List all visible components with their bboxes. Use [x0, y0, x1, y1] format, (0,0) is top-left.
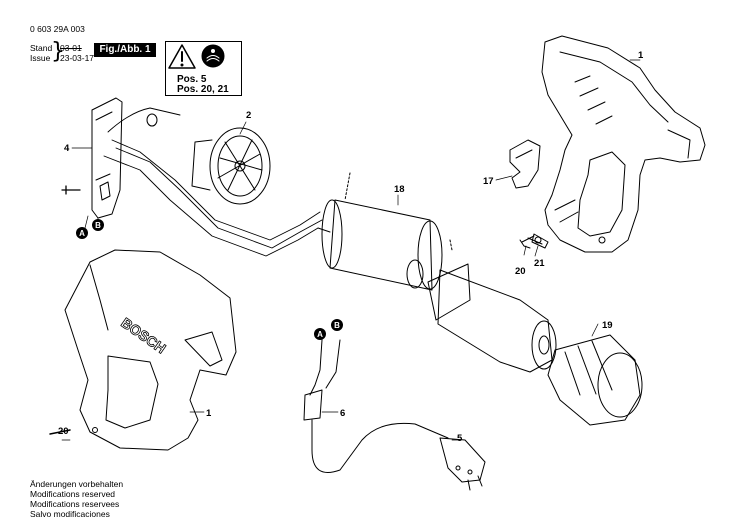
footer-note-fr: Modifications reservees: [30, 499, 120, 509]
footer-note-en: Modifications reserved: [30, 489, 116, 499]
callout-20-top: 20: [515, 266, 526, 277]
issue-label: Issue: [30, 53, 51, 63]
marker-a-bottom: A: [317, 330, 323, 339]
callout-19: 19: [602, 320, 613, 331]
connection-lead: [303, 339, 449, 473]
leader-lines: [61, 59, 641, 441]
clip-part: [509, 139, 541, 189]
motor-fan: [146, 113, 271, 205]
callout-1-bottom: 1: [206, 408, 212, 419]
screw-and-clamp: [519, 233, 549, 249]
marker-b-bottom: B: [334, 321, 340, 330]
figure-badge: Fig./Abb. 1: [94, 43, 156, 57]
stand-label: Stand: [30, 43, 53, 53]
housing-half-top: [541, 35, 706, 253]
issue-value: 23-03-17: [60, 53, 95, 63]
heating-element-tube: [317, 199, 443, 291]
warning-pos-line1: Pos. 5: [177, 74, 207, 85]
footer-note-de: Änderungen vorbehalten: [30, 479, 124, 489]
callout-21: 21: [534, 258, 545, 269]
callout-2: 2: [246, 110, 251, 121]
power-plug: [439, 437, 486, 491]
callout-5: 5: [457, 433, 463, 444]
screw-part: [49, 429, 71, 435]
footer-note-es: Salvo modificaciones: [30, 509, 110, 519]
housing-assembled: BOSCH: [64, 249, 237, 451]
nozzle-body: [427, 263, 557, 373]
callout-4: 4: [64, 143, 70, 154]
callout-1-top: 1: [638, 50, 644, 61]
nozzle-cap: [547, 334, 643, 426]
marker-b-top: B: [95, 221, 101, 230]
brace-icon: }: [51, 39, 65, 64]
callout-18: 18: [394, 184, 405, 195]
callout-20-bottom: 20: [58, 426, 69, 437]
brand-logo: BOSCH: [118, 314, 169, 356]
callout-17: 17: [483, 176, 494, 187]
stand-value: 03-01: [60, 43, 82, 53]
warning-triangle-icon: [168, 44, 196, 69]
callout-6: 6: [340, 408, 345, 419]
switch-plate: [61, 97, 123, 219]
wiring-harness: [103, 107, 323, 257]
bracket-line: [344, 172, 453, 251]
document-number: 0 603 29A 003: [30, 24, 85, 34]
warning-pos-line2: Pos. 20, 21: [177, 84, 229, 95]
read-manual-icon: [201, 44, 225, 68]
marker-a-top: A: [79, 229, 85, 238]
warning-box: [165, 41, 242, 96]
